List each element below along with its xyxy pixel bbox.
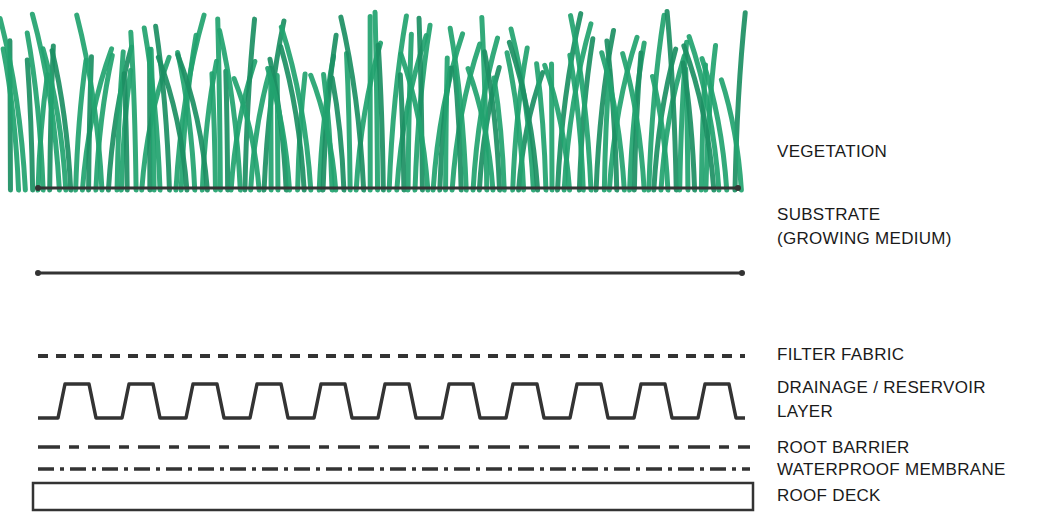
grass-blade	[27, 60, 32, 190]
line-end	[35, 270, 41, 276]
vegetation-line	[38, 187, 738, 190]
roof-deck	[33, 483, 753, 510]
layer-label: ROOF DECK	[777, 484, 881, 508]
grass-blade	[400, 75, 404, 190]
grass-blade	[602, 53, 625, 190]
grass-blade	[653, 76, 668, 190]
grass-blade	[482, 17, 487, 190]
grass-blade	[234, 79, 259, 190]
grass-blade	[124, 74, 127, 190]
substrate-line	[38, 272, 742, 275]
layer-label: WATERPROOF MEMBRANE	[777, 458, 1006, 482]
grass-blade	[52, 51, 71, 190]
filter-fabric-line	[38, 354, 745, 358]
drainage-layer	[38, 384, 745, 418]
grass-blade	[131, 32, 136, 190]
grass-blade	[226, 71, 228, 190]
grass-blade	[683, 63, 694, 190]
layer-label: FILTER FABRIC	[777, 343, 904, 367]
grass-blade	[408, 34, 411, 190]
grass-blade	[178, 55, 208, 190]
grass-blade	[545, 65, 570, 190]
grass-blade	[220, 31, 241, 190]
layer-label: VEGETATION	[777, 140, 887, 164]
grass-blade	[446, 58, 448, 190]
grass-blade	[121, 70, 130, 190]
grass-blade	[571, 16, 591, 190]
line-end	[35, 185, 41, 191]
grass-blade	[341, 17, 364, 190]
grass-blade	[419, 18, 422, 190]
grass-blade	[0, 18, 25, 190]
grass-blade	[401, 54, 428, 190]
grass-vegetation	[0, 12, 745, 190]
root-barrier-line	[38, 445, 750, 449]
grass-blade	[311, 75, 336, 190]
grass-blade	[108, 47, 131, 190]
grass-blade	[721, 80, 741, 190]
layer-label: SUBSTRATE (GROWING MEDIUM)	[777, 203, 962, 251]
waterproof-membrane-line	[38, 467, 750, 471]
grass-blade	[332, 78, 344, 190]
grass-blade	[623, 54, 645, 190]
grass-blade	[218, 19, 221, 190]
grass-blade	[212, 74, 216, 190]
grass-blade	[494, 78, 504, 190]
grass-blade	[156, 26, 170, 190]
grass-blade	[176, 15, 204, 190]
grass-blade	[667, 12, 676, 190]
line-end	[735, 185, 741, 191]
grass-blade	[433, 34, 462, 190]
grass-blade	[537, 64, 546, 190]
grass-blade	[368, 17, 373, 190]
layer-label: DRAINAGE / RESERVOIR LAYER	[777, 376, 1012, 424]
grass-blade	[509, 42, 537, 190]
grass-blade	[375, 12, 377, 190]
layer-label: ROOT BARRIER	[777, 436, 910, 460]
grass-blade	[378, 45, 383, 190]
line-end	[739, 270, 745, 276]
grass-blade	[77, 15, 102, 190]
grass-blade	[268, 68, 290, 190]
grass-blade	[450, 28, 466, 190]
grass-blade	[281, 27, 310, 190]
